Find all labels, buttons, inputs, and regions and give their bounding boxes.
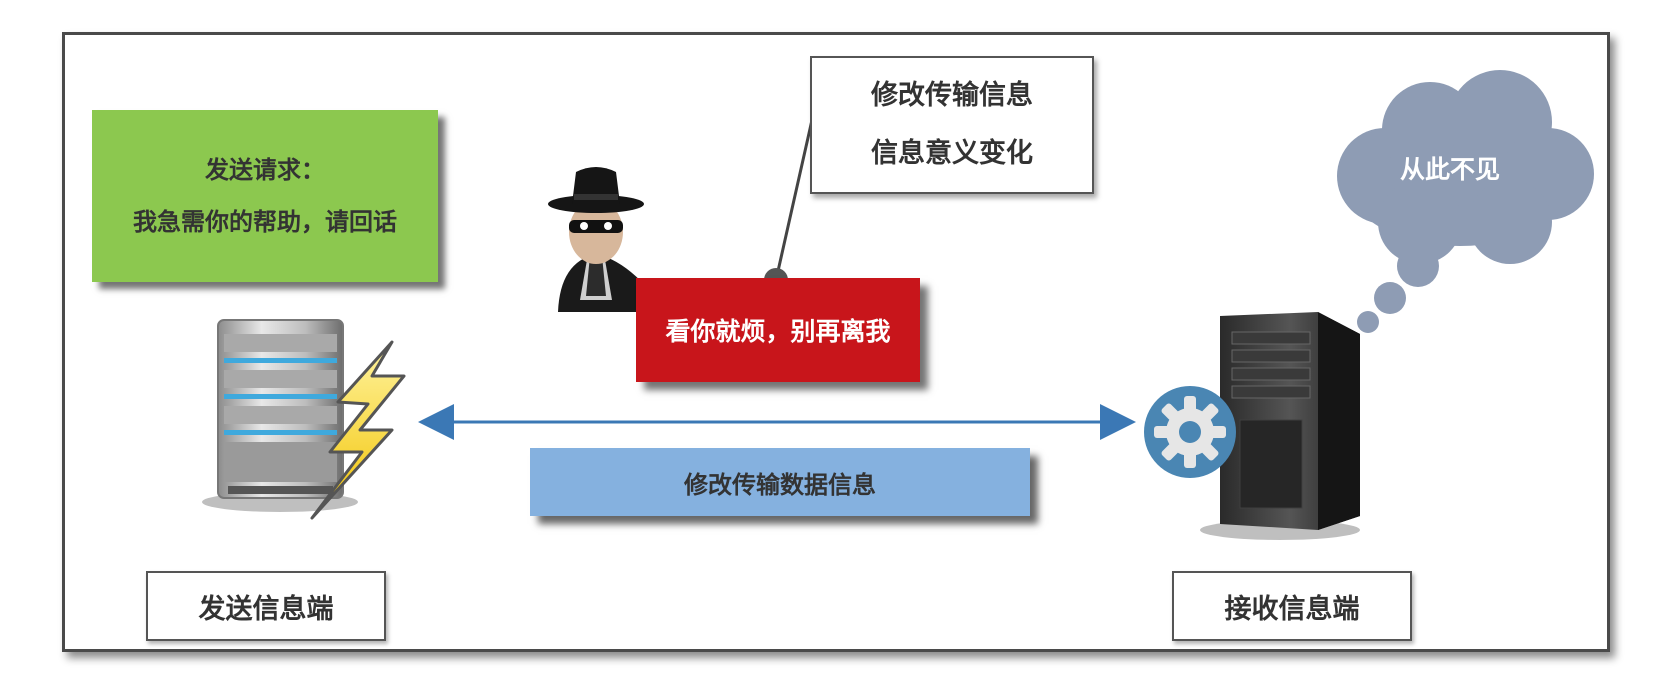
callout-line-1: 修改传输信息 [871, 80, 1033, 111]
tampered-message-box: 看你就烦，别再离我 [636, 278, 920, 382]
sender-label-text: 发送信息端 [198, 593, 334, 625]
sender-request-message: 我急需你的帮助，请回话 [133, 208, 397, 236]
receiver-label-text: 接收信息端 [1224, 593, 1360, 625]
channel-label-box: 修改传输数据信息 [530, 448, 1030, 516]
server-with-lightning-icon [202, 319, 406, 520]
channel-label-text: 修改传输数据信息 [684, 470, 876, 499]
callout-pointer [764, 119, 814, 292]
tampered-message-text: 看你就烦，别再离我 [665, 317, 891, 346]
sender-request-title: 发送请求： [205, 156, 325, 184]
callout-line-2: 信息意义变化 [871, 138, 1033, 169]
server-tower-with-gear-icon [1144, 312, 1360, 540]
sender-request-box: 发送请求： 我急需你的帮助，请回话 [92, 110, 438, 282]
attacker-callout: 修改传输信息 信息意义变化 [810, 56, 1094, 194]
receiver-thought-text: 从此不见 [1399, 155, 1500, 184]
thought-cloud-icon [1337, 70, 1594, 333]
sender-label: 发送信息端 [146, 571, 386, 641]
receiver-label: 接收信息端 [1172, 571, 1412, 641]
